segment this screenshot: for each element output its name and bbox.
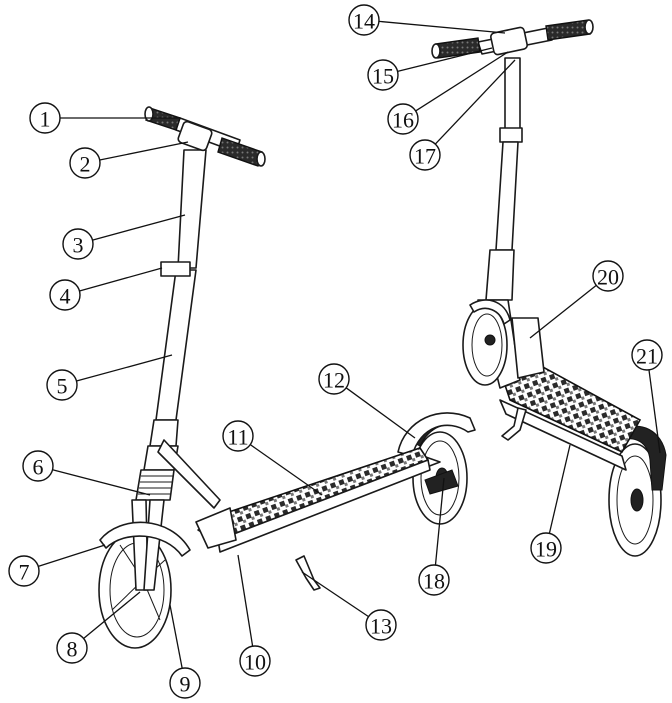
callout-number-3: 3 (73, 233, 84, 258)
callout-number-9: 9 (180, 672, 191, 697)
leader-line-3 (92, 214, 186, 241)
leader-line-4 (79, 267, 163, 292)
callout-15: 15 (367, 47, 493, 91)
callout-circle-20 (592, 260, 624, 292)
callout-12: 12 (318, 363, 416, 439)
kickstand-right (501, 407, 527, 441)
callout-circle-19 (530, 532, 562, 564)
callout-circle-4 (49, 279, 81, 311)
callout-circle-2 (69, 147, 101, 179)
leader-line-9 (169, 604, 183, 669)
callout-number-13: 13 (370, 614, 392, 639)
callout-circle-18 (418, 564, 450, 596)
callout-20: 20 (529, 260, 624, 339)
callout-circle-15 (367, 59, 399, 91)
callout-number-14: 14 (353, 9, 375, 34)
callout-circle-16 (387, 103, 419, 135)
callout-number-21: 21 (636, 344, 658, 369)
callout-6: 6 (22, 450, 151, 496)
rear-wheel-left (412, 431, 468, 525)
callout-circle-13 (365, 609, 397, 641)
scooter-left-view (98, 106, 476, 649)
leader-line-5 (76, 354, 173, 382)
leader-line-14 (378, 20, 506, 34)
leader-line-15 (397, 47, 493, 73)
callout-21: 21 (631, 339, 663, 454)
callout-number-4: 4 (60, 284, 71, 309)
callout-number-8: 8 (67, 637, 78, 662)
callout-number-20: 20 (597, 265, 619, 290)
leader-line-8 (83, 591, 141, 639)
callout-number-19: 19 (535, 537, 557, 562)
callout-3: 3 (62, 214, 186, 260)
handlebar-right (431, 19, 594, 59)
stem-left (135, 149, 221, 509)
leader-line-21 (648, 369, 661, 454)
leader-line-12 (345, 387, 416, 439)
callout-19: 19 (530, 444, 571, 564)
leader-line-20 (529, 284, 597, 339)
callout-circle-17 (409, 139, 441, 171)
callout-circle-5 (46, 369, 78, 401)
callout-circle-11 (222, 420, 254, 452)
callout-number-15: 15 (372, 64, 394, 89)
front-wheel-right (462, 299, 511, 386)
leader-line-2 (99, 141, 189, 161)
handlebar-left (144, 106, 266, 167)
leader-line-6 (52, 469, 151, 496)
callout-13: 13 (301, 571, 397, 641)
callout-circle-14 (348, 4, 380, 36)
leader-line-7 (38, 544, 106, 568)
callout-circle-3 (62, 228, 94, 260)
callout-1: 1 (29, 102, 180, 134)
callout-number-18: 18 (423, 569, 445, 594)
callout-number-7: 7 (19, 560, 30, 585)
front-wheel-left (98, 499, 191, 649)
callout-number-2: 2 (80, 152, 91, 177)
callout-number-12: 12 (323, 368, 345, 393)
callout-7: 7 (8, 544, 106, 587)
callout-9: 9 (169, 604, 201, 699)
callout-11: 11 (222, 420, 323, 496)
callout-circle-10 (239, 645, 271, 677)
leader-line-13 (301, 571, 369, 618)
callout-number-10: 10 (244, 650, 266, 675)
callout-10: 10 (237, 554, 271, 677)
callout-8: 8 (56, 591, 141, 664)
rear-wheel-right (608, 425, 667, 557)
callout-5: 5 (46, 354, 173, 401)
leader-line-18 (434, 477, 445, 566)
leader-line-10 (237, 554, 254, 647)
callout-number-17: 17 (414, 144, 436, 169)
callout-circle-8 (56, 632, 88, 664)
callout-circle-1 (29, 102, 61, 134)
callout-2: 2 (69, 141, 189, 179)
callout-14: 14 (348, 4, 506, 36)
callout-18: 18 (418, 477, 450, 596)
kickstand-left (295, 555, 321, 591)
leader-line-17 (434, 59, 516, 145)
leader-line-19 (548, 444, 571, 534)
callout-circle-6 (22, 450, 54, 482)
callout-number-5: 5 (57, 374, 68, 399)
leader-line-11 (249, 444, 323, 496)
callout-16: 16 (387, 51, 509, 135)
leader-line-16 (415, 51, 509, 112)
callout-17: 17 (409, 59, 516, 171)
callout-circle-21 (631, 339, 663, 371)
callout-circle-12 (318, 363, 350, 395)
callout-circle-9 (169, 667, 201, 699)
callout-number-1: 1 (40, 107, 51, 132)
callout-circle-7 (8, 555, 40, 587)
callout-number-11: 11 (227, 425, 248, 450)
callout-4: 4 (49, 267, 163, 311)
callout-number-6: 6 (33, 455, 44, 480)
deck-right (498, 359, 642, 471)
callout-number-16: 16 (392, 108, 414, 133)
deck-left (195, 447, 441, 553)
scooter-right-view (431, 19, 667, 557)
